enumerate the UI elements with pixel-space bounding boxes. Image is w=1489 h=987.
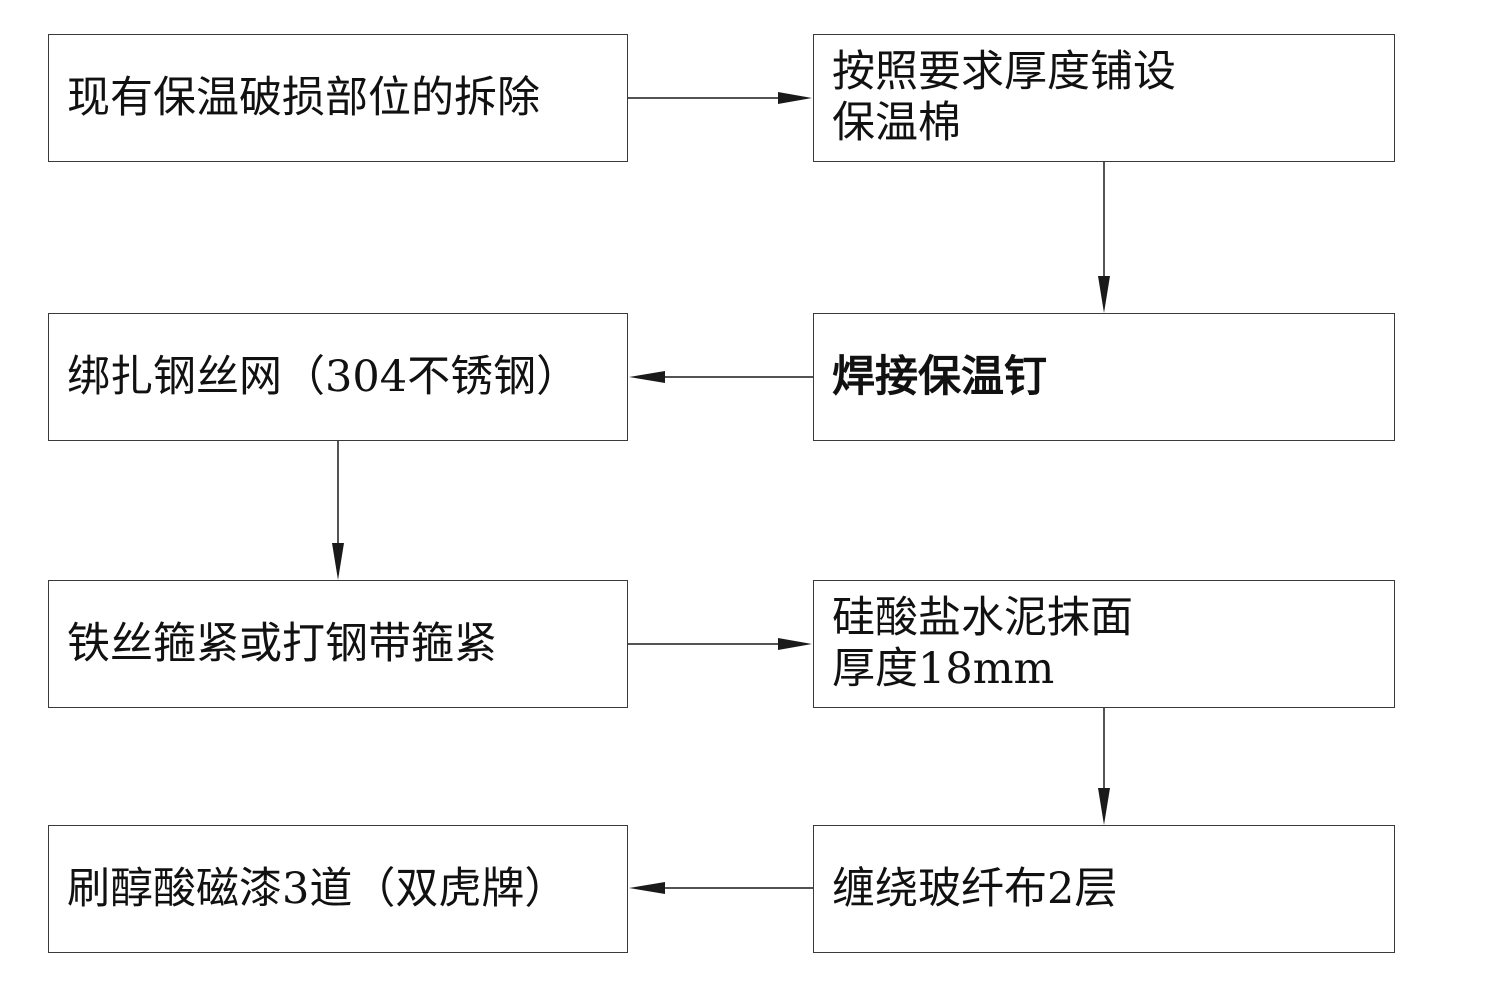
connector-bind-mesh-to-hoop xyxy=(332,441,344,580)
step-label-line-2: 厚度18mm xyxy=(832,644,1055,694)
step-label: 现有保温破损部位的拆除 xyxy=(67,72,540,123)
step-box-weld-insulation-nails: 焊接保温钉 xyxy=(813,313,1395,441)
step-box-wrap-fiberglass-cloth: 缠绕玻纤布2层 xyxy=(813,825,1395,953)
step-box-lay-insulation-wool: 按照要求厚度铺设 保温棉 xyxy=(813,34,1395,162)
step-box-remove-damaged-insulation: 现有保温破损部位的拆除 xyxy=(48,34,628,162)
step-label: 焊接保温钉 xyxy=(832,351,1047,402)
step-box-hoop-tighten: 铁丝箍紧或打钢带箍紧 xyxy=(48,580,628,708)
connector-wrap-cloth-to-paint xyxy=(629,882,813,894)
step-label: 铁丝箍紧或打钢带箍紧 xyxy=(67,618,497,669)
step-label-line-1: 硅酸盐水泥抹面 xyxy=(832,593,1133,644)
step-label: 绑扎钢丝网（304不锈钢） xyxy=(67,351,580,402)
step-box-bind-wire-mesh: 绑扎钢丝网（304不锈钢） xyxy=(48,313,628,441)
step-label-line-1: 按照要求厚度铺设 xyxy=(832,47,1176,98)
step-label: 缠绕玻纤布2层 xyxy=(832,863,1118,914)
step-label: 刷醇酸磁漆3道（双虎牌） xyxy=(67,863,568,914)
connector-hoop-to-cement xyxy=(628,638,812,650)
connector-lay-wool-to-weld-nails xyxy=(1098,162,1110,313)
connector-cement-to-wrap-cloth xyxy=(1098,708,1110,825)
step-box-paint-enamel: 刷醇酸磁漆3道（双虎牌） xyxy=(48,825,628,953)
connector-weld-nails-to-bind-mesh xyxy=(629,371,813,383)
connector-remove-to-lay-wool xyxy=(628,92,812,104)
step-label-line-2: 保温棉 xyxy=(832,98,961,148)
step-box-cement-plaster: 硅酸盐水泥抹面 厚度18mm xyxy=(813,580,1395,708)
